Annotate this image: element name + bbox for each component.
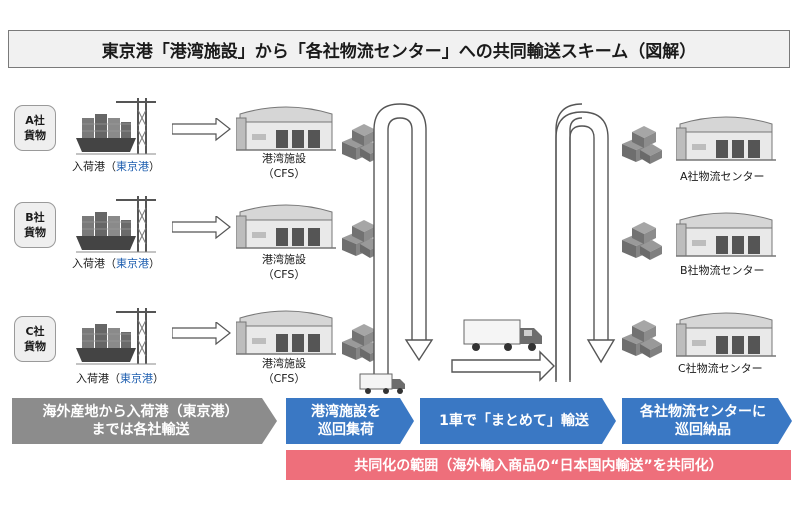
center-label-a: A社物流センター xyxy=(680,170,765,183)
truck-icon xyxy=(463,319,542,351)
warehouse-icon xyxy=(236,106,336,151)
warehouse-icon xyxy=(676,116,776,161)
center-label-c: C社物流センター xyxy=(678,362,763,375)
cargo-label-b: B社貨物 xyxy=(14,202,56,248)
diagram-title: 東京港「港湾施設」から「各社物流センター」への共同輸送スキーム（図解） xyxy=(8,30,790,68)
joint-scope-banner: 共同化の範囲（海外輸入商品の“日本国内輸送”を共同化） xyxy=(286,450,791,480)
truck-small-icon xyxy=(359,373,405,394)
warehouse-icon xyxy=(676,312,776,357)
cargo-boxes-icon xyxy=(622,126,662,164)
route-flow-diagram xyxy=(373,103,583,382)
cargo-boxes-icon xyxy=(622,222,662,260)
stage-collect: 港湾施設を巡回集荷 xyxy=(286,398,414,444)
chevron-shape xyxy=(622,398,792,444)
right-arrow-icon xyxy=(172,216,231,239)
chevron-shape xyxy=(420,398,616,444)
stage-consolidate-text: 1車で「まとめて」輸送 xyxy=(439,413,589,429)
cargo-label-a: A社貨物 xyxy=(14,105,56,151)
stage-collect-text: 港湾施設を巡回集荷 xyxy=(311,404,381,438)
warehouse-icon xyxy=(236,204,336,249)
stage-consolidate: 1車で「まとめて」輸送 xyxy=(420,398,616,444)
warehouse-icon xyxy=(236,310,336,355)
ship-icon xyxy=(76,97,157,155)
warehouse-icon xyxy=(676,212,776,257)
port-label-a: 入荷港（東京港） xyxy=(72,160,160,173)
port-label-c: 入荷港（東京港） xyxy=(76,372,164,385)
right-arrow-icon xyxy=(172,322,231,345)
ship-icon xyxy=(76,307,157,365)
stage-overseas-transport: 海外産地から入荷港（東京港）までは各社輸送 xyxy=(12,398,277,444)
ship-icon xyxy=(76,195,157,253)
stage-deliver-text: 各社物流センターに巡回納品 xyxy=(640,404,766,438)
delivery-route-tube xyxy=(555,111,616,380)
cfs-label-b: 港湾施設（CFS） xyxy=(262,253,306,281)
chevron-shape xyxy=(12,398,277,444)
chevron-shape xyxy=(286,398,414,444)
cargo-boxes-icon xyxy=(622,320,662,358)
port-label-b: 入荷港（東京港） xyxy=(72,257,160,270)
cargo-label-c: C社貨物 xyxy=(14,316,56,362)
center-label-b: B社物流センター xyxy=(680,264,765,277)
stage-overseas-text: 海外産地から入荷港（東京港）までは各社輸送 xyxy=(42,404,239,438)
cfs-label-c: 港湾施設（CFS） xyxy=(262,357,306,385)
cfs-label-a: 港湾施設（CFS） xyxy=(262,152,306,180)
stage-deliver: 各社物流センターに巡回納品 xyxy=(622,398,792,444)
right-arrow-icon xyxy=(172,118,231,141)
